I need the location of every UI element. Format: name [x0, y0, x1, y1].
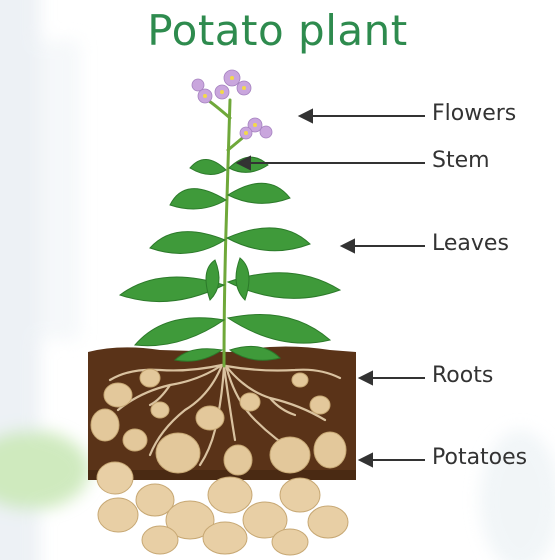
potato [203, 522, 247, 554]
potato [156, 433, 200, 473]
potato [240, 393, 260, 411]
potato [140, 369, 160, 387]
label-leaves: Leaves [432, 231, 509, 256]
flower [192, 79, 204, 91]
potato [224, 445, 252, 475]
label-stem: Stem [432, 148, 490, 173]
potato [292, 373, 308, 387]
potato [308, 506, 348, 538]
potato [280, 478, 320, 512]
potato [208, 477, 252, 513]
leaves [120, 157, 340, 361]
flower [260, 126, 272, 138]
potato [310, 396, 330, 414]
potato [151, 402, 169, 418]
potato [272, 529, 308, 555]
potato [142, 526, 178, 554]
potato [91, 409, 119, 441]
potato [123, 429, 147, 451]
potato [97, 462, 133, 494]
potato [314, 432, 346, 468]
potato [196, 406, 224, 430]
potato [98, 498, 138, 532]
label-roots: Roots [432, 363, 493, 388]
label-potatoes: Potatoes [432, 445, 527, 470]
flowers [192, 70, 272, 139]
potato [104, 383, 132, 407]
potato [270, 437, 310, 473]
label-flowers: Flowers [432, 101, 516, 126]
